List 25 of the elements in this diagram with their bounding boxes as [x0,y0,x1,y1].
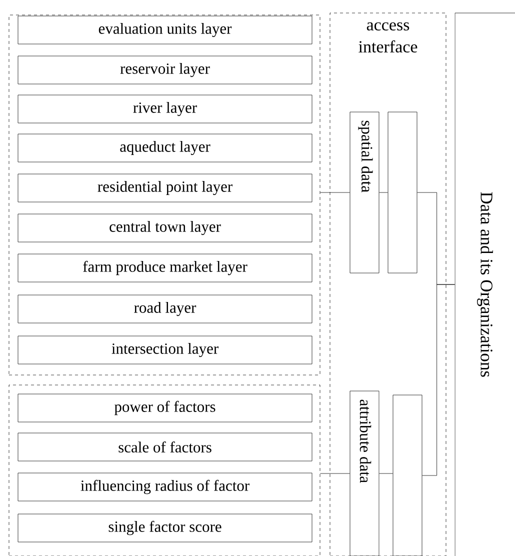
layer-box: scale of factors [18,432,312,462]
connector-line [320,192,350,193]
vertical-box: spatial data [350,112,380,274]
connector-line [379,192,388,193]
layer-box: intersection layer [18,336,312,364]
layer-box: influencing radius of factor [18,472,312,502]
layer-box: power of factors [18,394,312,422]
data-panel: Data and its Organizations [454,12,515,556]
connector-line [422,284,455,476]
layer-box: residential point layer [18,174,312,202]
layer-box: evaluation units layer [18,16,312,44]
layer-box: aqueduct layer [18,134,312,162]
layer-box: farm produce market layer [18,254,312,282]
connector-line [379,473,393,474]
vertical-box: attribute data [350,390,380,556]
vertical-box [388,112,418,274]
vertical-box [392,394,422,556]
layer-box: single factor score [18,514,312,542]
layer-box: reservoir layer [18,56,312,84]
layer-box: river layer [18,94,312,124]
dashed-group-box [8,14,320,376]
layer-box: road layer [18,294,312,324]
layer-box: central town layer [18,214,312,242]
connector-line [320,473,350,474]
dashed-group-box [8,384,320,556]
